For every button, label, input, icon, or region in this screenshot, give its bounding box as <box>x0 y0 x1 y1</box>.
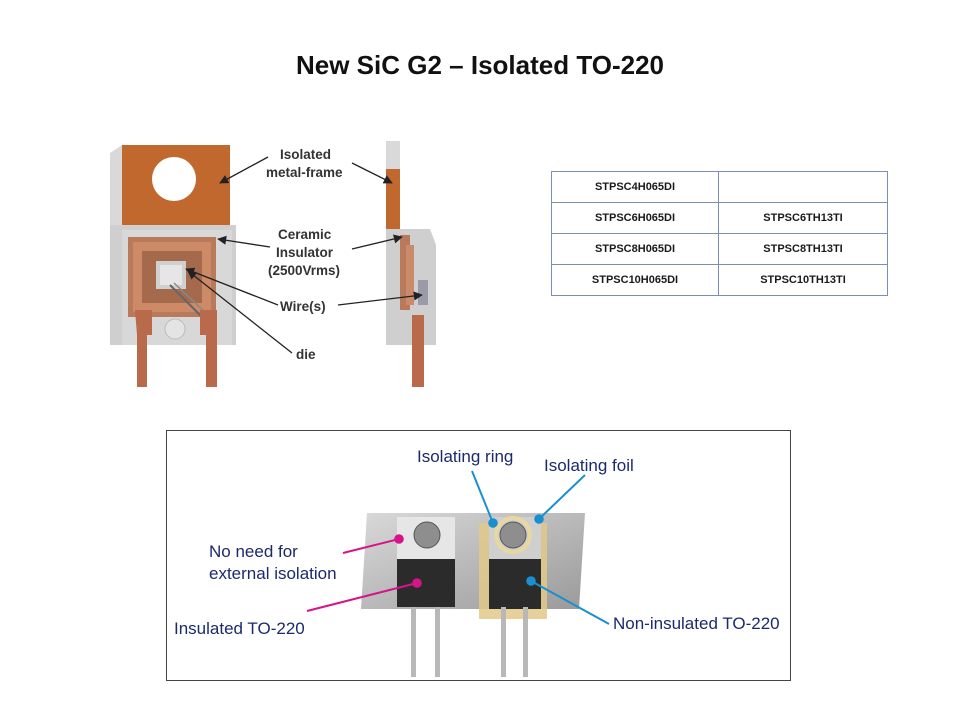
front-view <box>110 145 236 387</box>
table-cell: STPSC6H065DI <box>552 203 719 234</box>
label-isolating-ring: Isolating ring <box>417 447 513 466</box>
arrow-foil <box>539 475 585 519</box>
label-ceramic-1: Ceramic <box>278 227 332 242</box>
table-cell <box>719 172 888 203</box>
heatsink-plate <box>361 513 585 609</box>
table-cell: STPSC8H065DI <box>552 234 719 265</box>
lead-right <box>200 310 217 387</box>
label-isolating-foil: Isolating foil <box>544 456 634 475</box>
label-no-need-2: external isolation <box>209 564 337 583</box>
label-ceramic-2: Insulator <box>276 245 334 260</box>
package-diagram: Isolated metal-frame Ceramic Insulator (… <box>100 135 460 395</box>
label-ceramic-3: (2500Vrms) <box>268 263 340 278</box>
label-non-insulated: Non-insulated TO-220 <box>613 614 780 633</box>
table-row: STPSC6H065DI STPSC6TH13TI <box>552 203 888 234</box>
non-insulated-to220 <box>479 517 547 677</box>
table-cell: STPSC10H065DI <box>552 265 719 296</box>
table-row: STPSC10H065DI STPSC10TH13TI <box>552 265 888 296</box>
mounting-hole <box>152 157 196 201</box>
side-view <box>386 141 436 387</box>
label-isolated-1: Isolated <box>280 147 331 162</box>
table-cell: STPSC10TH13TI <box>719 265 888 296</box>
label-no-need-1: No need for <box>209 542 298 561</box>
part-number-table: STPSC4H065DI STPSC6H065DI STPSC6TH13TI S… <box>551 171 888 296</box>
table-row: STPSC8H065DI STPSC8TH13TI <box>552 234 888 265</box>
table-cell: STPSC6TH13TI <box>719 203 888 234</box>
comparison-photo-frame: Isolating ring Isolating foil No need fo… <box>166 430 791 681</box>
insulated-to220 <box>397 517 455 677</box>
slide-title: New SiC G2 – Isolated TO-220 <box>0 50 960 81</box>
lead-left <box>135 310 152 387</box>
label-wires: Wire(s) <box>280 299 326 314</box>
label-die: die <box>296 347 316 362</box>
label-insulated: Insulated TO-220 <box>174 619 305 638</box>
side-lead <box>412 315 424 387</box>
label-isolated-2: metal-frame <box>266 165 343 180</box>
comparison-photo: Isolating ring Isolating foil No need fo… <box>167 431 791 681</box>
side-metal-frame <box>386 169 400 229</box>
table-row: STPSC4H065DI <box>552 172 888 203</box>
table-cell: STPSC4H065DI <box>552 172 719 203</box>
table-cell: STPSC8TH13TI <box>719 234 888 265</box>
